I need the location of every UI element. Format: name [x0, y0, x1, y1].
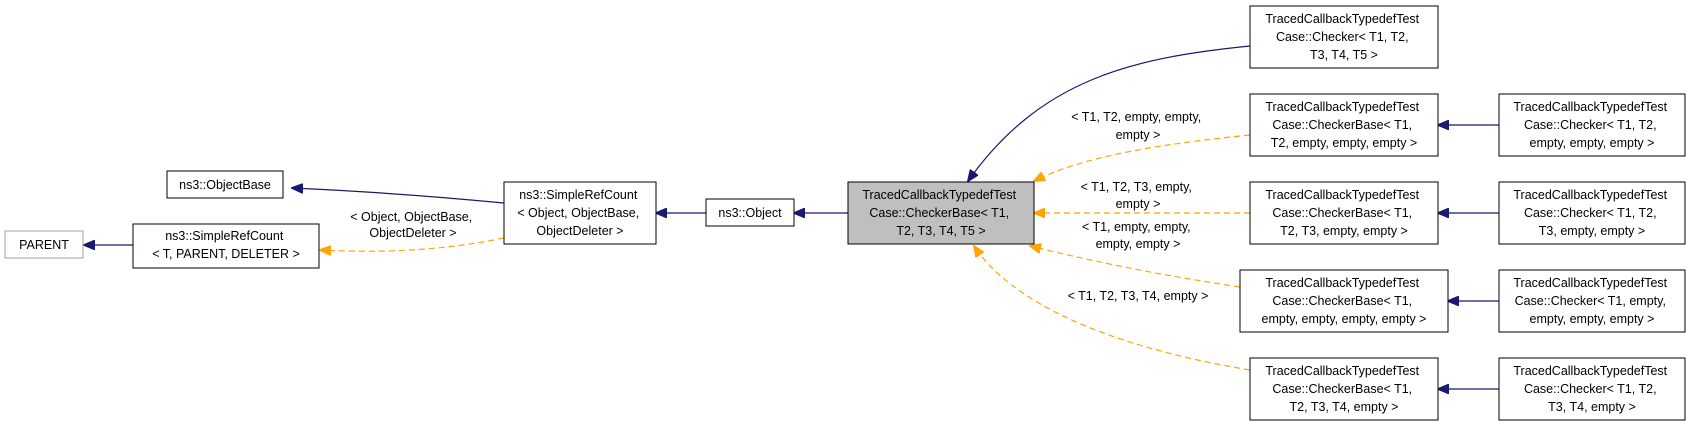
node-checkerbase-t4[interactable]: TracedCallbackTypedefTest Case::CheckerB… [1249, 357, 1439, 421]
edge-checkerbase-t1-to-checkerbase-main [1030, 246, 1241, 288]
node-label-line: TracedCallbackTypedefTest [1513, 188, 1667, 202]
node-checkerbase-t3[interactable]: TracedCallbackTypedefTest Case::CheckerB… [1249, 181, 1439, 245]
edge-simplerefcount-obj-to-objectbase [292, 188, 505, 204]
node-label-line: TracedCallbackTypedefTest [1513, 364, 1667, 378]
node-label-line: T2, T3, T4, empty > [1290, 400, 1399, 414]
svg-text:ns3::SimpleRefCount < Ob: ns3::SimpleRefCount < Object, ObjectBase… [517, 188, 642, 238]
edge-labels: < Object, ObjectBase, ObjectDeleter > < … [350, 110, 1208, 303]
node-label-line: T3, empty, empty > [1539, 224, 1645, 238]
node-label-line: TracedCallbackTypedefTest [862, 188, 1016, 202]
node-label-line: Case::Checker< T1, empty, [1515, 294, 1666, 308]
node-label-line: PARENT [19, 238, 69, 252]
svg-text:ns3::ObjectBase: ns3::ObjectBase [179, 178, 271, 192]
svg-text:TracedCallbackTypedefTest: TracedCallbackTypedefTest Case::Checker<… [1513, 188, 1670, 238]
edge-label-line: < T1, T2, empty, empty, [1071, 110, 1201, 124]
node-label-line: TracedCallbackTypedefTest [1265, 188, 1419, 202]
edge-label-t3: < T1, T2, T3, empty, empty > [1081, 180, 1196, 211]
edge-label-line: < T1, T2, T3, T4, empty > [1068, 289, 1209, 303]
edge-checker-t5-to-checkerbase-main [968, 45, 1251, 181]
node-label-line: Case::CheckerBase< T1, [1272, 206, 1412, 220]
node-label-line: T2, T3, empty, empty > [1280, 224, 1408, 238]
edge-label-line: < T1, T2, T3, empty, [1081, 180, 1192, 194]
node-checker-t4[interactable]: TracedCallbackTypedefTest Case::Checker<… [1498, 357, 1686, 421]
node-label-line: TracedCallbackTypedefTest [1265, 12, 1419, 26]
svg-text:TracedCallbackTypedefTest: TracedCallbackTypedefTest Case::CheckerB… [862, 188, 1019, 238]
edge-label-objectdeleter: < Object, ObjectBase, ObjectDeleter > [350, 210, 475, 240]
edges [84, 45, 1499, 389]
svg-text:ns3::SimpleRefCount < T,: ns3::SimpleRefCount < T, PARENT, DELETER… [152, 229, 300, 261]
node-label-line: Case::CheckerBase< T1, [1272, 382, 1412, 396]
edge-simplerefcount-obj-to-simplerefcount-t [320, 237, 505, 251]
node-checker-t5[interactable]: TracedCallbackTypedefTest Case::Checker<… [1249, 5, 1439, 69]
node-label-line: ns3::SimpleRefCount [519, 188, 638, 202]
node-label-line: ObjectDeleter > [536, 224, 623, 238]
svg-text:ns3::Object: ns3::Object [718, 206, 782, 220]
node-label-line: < Object, ObjectBase, [517, 206, 639, 220]
edge-checkerbase-t2-to-checkerbase-main [1034, 134, 1251, 181]
node-label-line: TracedCallbackTypedefTest [1513, 100, 1667, 114]
svg-text:TracedCallbackTypedefTest: TracedCallbackTypedefTest Case::CheckerB… [1265, 364, 1422, 414]
node-simplerefcount-obj[interactable]: ns3::SimpleRefCount < Object, ObjectBase… [503, 181, 657, 245]
node-label-line: Case::CheckerBase< T1, [1272, 294, 1412, 308]
svg-text:TracedCallbackTypedefTest: TracedCallbackTypedefTest Case::CheckerB… [1265, 188, 1422, 238]
node-checkerbase-t2[interactable]: TracedCallbackTypedefTest Case::CheckerB… [1249, 93, 1439, 157]
node-checker-t2[interactable]: TracedCallbackTypedefTest Case::Checker<… [1498, 93, 1686, 157]
edge-label-t4: < T1, T2, T3, T4, empty > [1068, 289, 1209, 303]
edge-label-line: empty, empty > [1096, 237, 1181, 251]
node-label-line: Case::CheckerBase< T1, [869, 206, 1009, 220]
node-label-line: T2, empty, empty, empty > [1271, 136, 1417, 150]
node-label-line: Case::Checker< T1, T2, [1524, 206, 1657, 220]
edge-label-line: empty > [1116, 128, 1161, 142]
node-label-line: Case::Checker< T1, T2, [1276, 30, 1409, 44]
node-label-line: ns3::Object [718, 206, 782, 220]
node-label-line: empty, empty, empty, empty > [1262, 312, 1427, 326]
svg-text:TracedCallbackTypedefTest: TracedCallbackTypedefTest Case::Checker<… [1513, 364, 1670, 414]
svg-text:PARENT: PARENT [19, 238, 69, 252]
svg-text:TracedCallbackTypedefTest: TracedCallbackTypedefTest Case::Checker<… [1513, 100, 1670, 150]
node-label-line: ns3::ObjectBase [179, 178, 271, 192]
node-label-line: Case::Checker< T1, T2, [1524, 118, 1657, 132]
edge-label-line: < T1, empty, empty, [1082, 220, 1191, 234]
node-objectbase[interactable]: ns3::ObjectBase [166, 170, 284, 199]
node-label-line: T3, T4, T5 > [1310, 48, 1378, 62]
node-checkerbase-main[interactable]: TracedCallbackTypedefTest Case::CheckerB… [847, 181, 1035, 245]
node-simplerefcount-t[interactable]: ns3::SimpleRefCount < T, PARENT, DELETER… [132, 223, 320, 269]
svg-text:TracedCallbackTypedefTest: TracedCallbackTypedefTest Case::Checker<… [1265, 12, 1422, 62]
node-label-line: TracedCallbackTypedefTest [1265, 276, 1419, 290]
svg-text:TracedCallbackTypedefTest: TracedCallbackTypedefTest Case::CheckerB… [1265, 100, 1422, 150]
node-label-line: Case::CheckerBase< T1, [1272, 118, 1412, 132]
node-label-line: TracedCallbackTypedefTest [1265, 100, 1419, 114]
node-label-line: TracedCallbackTypedefTest [1265, 364, 1419, 378]
edge-label-line: < Object, ObjectBase, [350, 210, 472, 224]
node-label-line: empty, empty, empty > [1530, 312, 1655, 326]
edge-label-line: ObjectDeleter > [369, 226, 456, 240]
node-checker-t3[interactable]: TracedCallbackTypedefTest Case::Checker<… [1498, 181, 1686, 245]
node-parent[interactable]: PARENT [4, 230, 84, 259]
node-checkerbase-t1[interactable]: TracedCallbackTypedefTest Case::CheckerB… [1239, 269, 1449, 333]
node-label-line: TracedCallbackTypedefTest [1513, 276, 1667, 290]
edge-checkerbase-t4-to-checkerbase-main [974, 246, 1251, 371]
node-object[interactable]: ns3::Object [705, 198, 795, 227]
node-checker-t1[interactable]: TracedCallbackTypedefTest Case::Checker<… [1498, 269, 1686, 333]
node-label-line: < T, PARENT, DELETER > [152, 247, 300, 261]
node-label-line: Case::Checker< T1, T2, [1524, 382, 1657, 396]
svg-text:TracedCallbackTypedefTest: TracedCallbackTypedefTest Case::CheckerB… [1262, 276, 1427, 326]
node-label-line: ns3::SimpleRefCount [165, 229, 284, 243]
edge-label-t1: < T1, empty, empty, empty, empty > [1082, 220, 1194, 251]
node-label-line: empty, empty, empty > [1530, 136, 1655, 150]
node-label-line: T3, T4, empty > [1548, 400, 1636, 414]
edge-label-t2: < T1, T2, empty, empty, empty > [1071, 110, 1205, 142]
node-label-line: T2, T3, T4, T5 > [896, 224, 985, 238]
svg-text:TracedCallbackTypedefTest: TracedCallbackTypedefTest Case::Checker<… [1513, 276, 1670, 326]
edge-label-line: empty > [1116, 197, 1161, 211]
